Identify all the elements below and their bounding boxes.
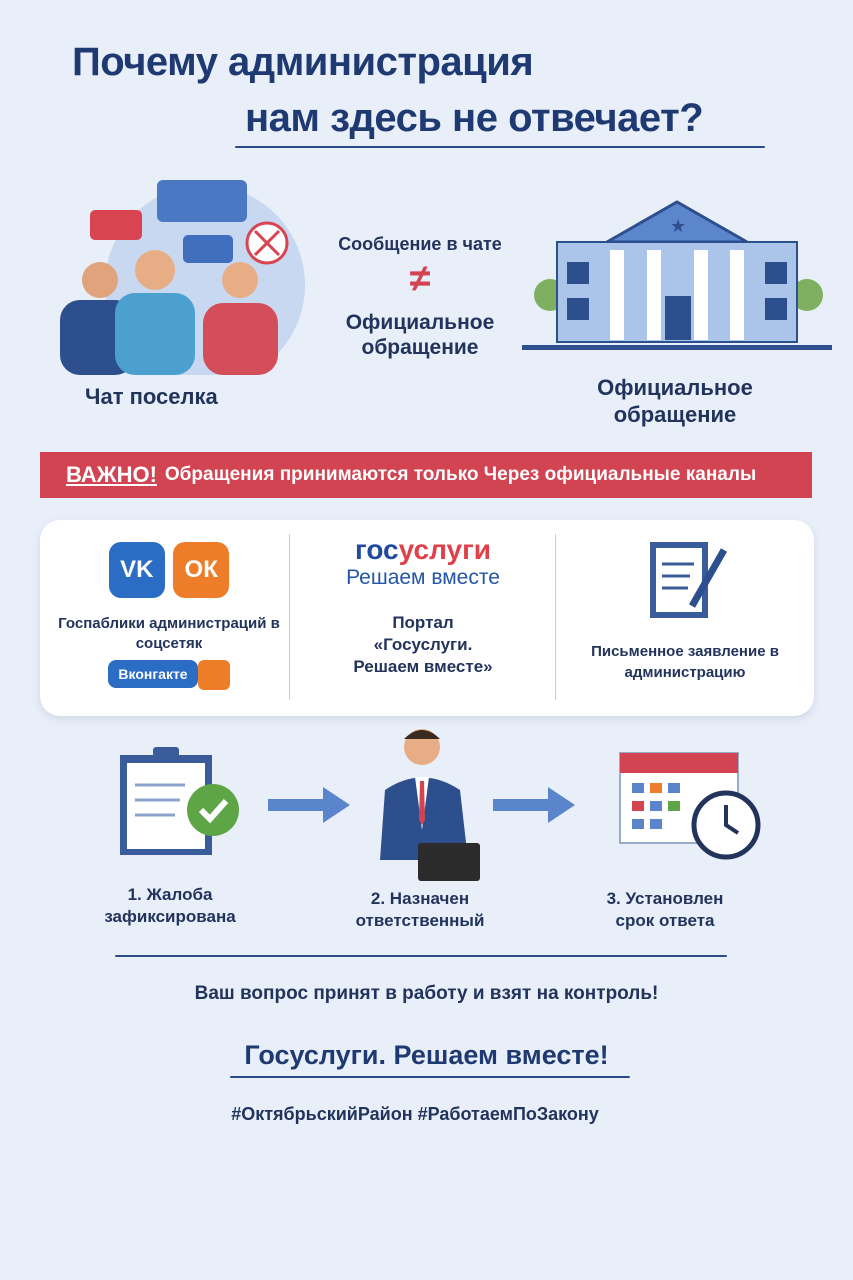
official-appeal-label: Официальное обращение xyxy=(597,375,753,427)
calendar-clock-icon xyxy=(619,752,761,860)
step-3-label-2: срок ответа xyxy=(615,911,715,930)
chat-people-illustration xyxy=(60,180,305,375)
social-label: Госпаблики администраций в соцсетяк xyxy=(58,615,280,652)
svg-text:★: ★ xyxy=(670,216,686,236)
step-1-label-1: 1. Жалоба xyxy=(127,885,213,904)
portal-label-2: «Госуслуги. xyxy=(373,635,473,654)
channel-written[interactable]: Письменное заявление в администрацию xyxy=(556,520,814,716)
clipboard-check-icon xyxy=(120,747,239,855)
gos-logo-part: гос xyxy=(355,534,399,565)
written-label: Письменное заявление в администрацию xyxy=(591,643,779,681)
slogan: Госуслуги. Решаем вместе! xyxy=(244,1040,609,1070)
vk-badge: Вконгакте xyxy=(108,660,198,689)
hashtags: #ОктябрьскийРайон #РаботаемПоЗакону xyxy=(231,1104,599,1124)
divider xyxy=(289,534,290,700)
important-text: Обращения принимаются только Через офици… xyxy=(164,464,757,485)
chat-message-label: Сообщение в чате xyxy=(338,234,502,254)
administration-building-icon: ★ xyxy=(522,200,832,350)
channels-card: VK ОК Госпаблики администраций в соцсетя… xyxy=(40,520,814,716)
vk-logo: VK xyxy=(108,542,165,598)
clipboard-pen-icon xyxy=(650,542,728,618)
step-2-label-1: 2. Назначен xyxy=(370,889,470,908)
slogan-underline xyxy=(230,1076,630,1078)
divider xyxy=(555,534,556,700)
divider-line xyxy=(115,955,727,957)
arrow-right-icon xyxy=(268,787,350,823)
step-3-label-1: 3. Установлен xyxy=(606,889,724,908)
official-person-icon xyxy=(380,729,480,881)
important-banner: ВАЖНО! Обращения принимаются только Чере… xyxy=(40,452,812,498)
title-line-1: Почему администрация xyxy=(72,40,534,84)
title-line-2: нам здесь не отвечает? xyxy=(245,96,704,140)
channel-gosuslugi[interactable]: госуслуги Решаем вместе Портал «Госуслуг… xyxy=(294,520,552,716)
ok-logo: ОК xyxy=(173,542,230,598)
step-2-label-2: ответственный xyxy=(355,911,485,930)
chat-label: Чат поселка xyxy=(85,384,218,409)
title-underline xyxy=(235,146,765,148)
portal-label-1: Портал xyxy=(392,613,454,632)
uslugi-logo-part: услуги xyxy=(398,534,491,565)
official-appeal-middle-label: Официальное обращение xyxy=(345,311,495,359)
step-1-label-2: зафиксирована xyxy=(104,907,236,926)
important-label: ВАЖНО! xyxy=(66,462,157,487)
arrow-right-icon xyxy=(493,787,575,823)
status-message: Ваш вопрос принят в работу и взят на кон… xyxy=(194,983,659,1004)
ok-badge-icon xyxy=(197,660,230,690)
not-equal-icon: ≠ xyxy=(409,258,431,300)
gosuslugi-sub: Решаем вместе xyxy=(346,566,500,589)
portal-label-3: Решаем вместе» xyxy=(353,657,493,676)
channel-social[interactable]: VK ОК Госпаблики администраций в соцсетя… xyxy=(40,520,298,716)
